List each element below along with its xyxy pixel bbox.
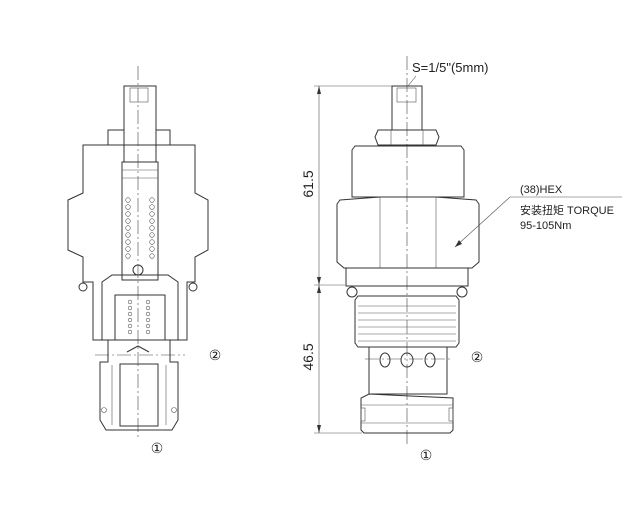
- dimension-61-5: 61.5: [300, 170, 316, 197]
- spool-housing: [101, 274, 179, 341]
- port1-label-left: ①: [151, 440, 164, 456]
- cartridge-body: [368, 347, 448, 395]
- o-ring: [171, 407, 177, 413]
- piston: [114, 294, 166, 341]
- o-ring: [456, 286, 468, 298]
- hex-callout-leader: [454, 196, 622, 248]
- poppet-tip: [126, 345, 150, 353]
- torque-callout: 安装扭矩 TORQUE: [520, 203, 614, 217]
- shoulder-left: [107, 129, 124, 145]
- hex-socket: [129, 87, 149, 103]
- lower-cartridge: [99, 339, 179, 431]
- exterior-view: S=1/5"(5mm) ② ①: [300, 56, 622, 463]
- hex-socket-size-label: S=1/5"(5mm): [412, 60, 489, 75]
- upper-spring: [125, 197, 155, 259]
- lower-spring: [127, 299, 151, 335]
- o-ring: [101, 407, 107, 413]
- port-hole: [424, 352, 436, 368]
- adjust-stem: [123, 85, 157, 163]
- port-hole: [379, 352, 391, 368]
- port2-label-right: ②: [471, 349, 484, 365]
- port-hole: [400, 352, 414, 368]
- hex-body: [336, 196, 480, 269]
- sleeve-bore: [119, 363, 159, 427]
- lock-nut: [374, 129, 440, 146]
- neck: [345, 267, 469, 287]
- thread: [354, 295, 460, 348]
- torque-value: 95-105Nm: [520, 220, 571, 232]
- socket-leader: [407, 75, 417, 87]
- hex-size-callout: (38)HEX: [520, 184, 563, 196]
- dimension-lines: [314, 85, 392, 434]
- port1-label-right: ①: [420, 447, 433, 463]
- section-view: ② ①: [67, 66, 222, 456]
- port2-label-left: ②: [209, 347, 222, 363]
- bonnet: [351, 145, 465, 198]
- o-ring: [346, 286, 358, 298]
- bottom-land: [360, 393, 454, 434]
- dimension-46-5: 46.5: [300, 343, 316, 370]
- thread-lines: [358, 305, 456, 342]
- spring-chamber: [121, 161, 159, 281]
- hex-body-section: [67, 144, 209, 341]
- backup-ring: [360, 407, 366, 422]
- hex-socket: [396, 87, 417, 103]
- backup-ring: [448, 407, 454, 422]
- o-ring: [188, 282, 198, 292]
- o-ring: [78, 282, 88, 292]
- shoulder-right: [156, 129, 171, 145]
